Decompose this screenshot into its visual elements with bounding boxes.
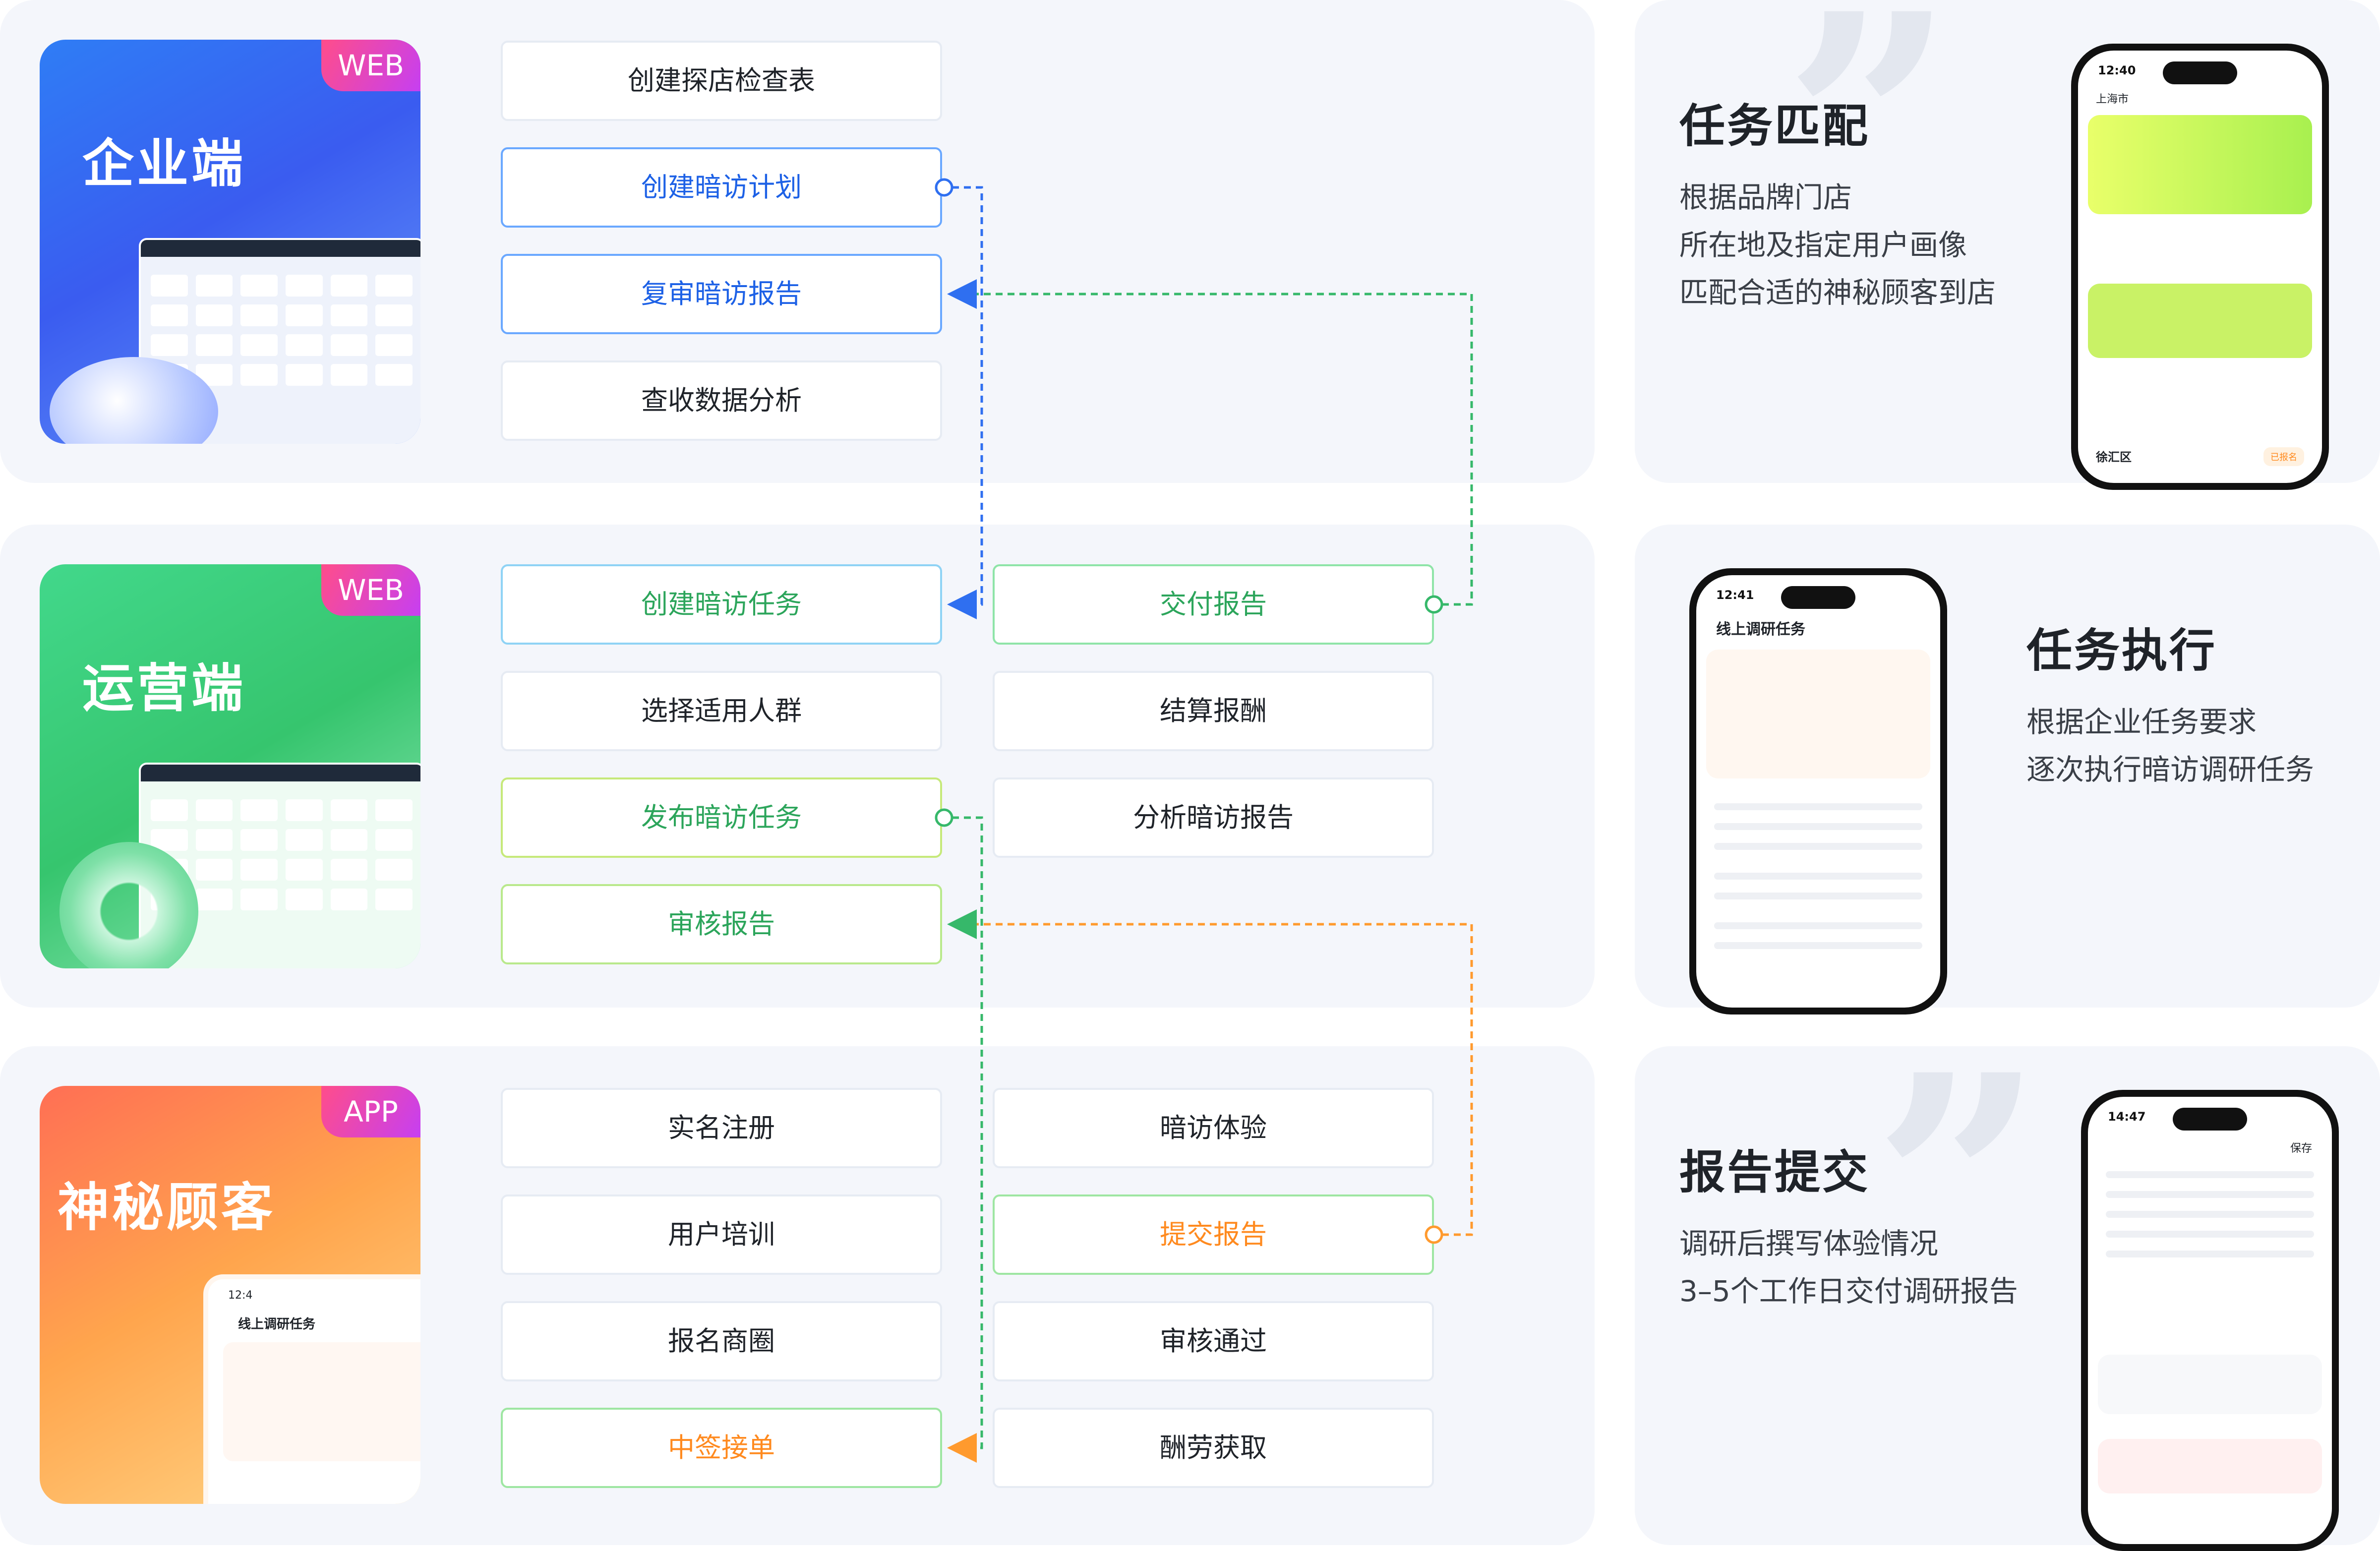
node-analyze-report[interactable]: 分析暗访报告 (993, 777, 1434, 858)
node-create-plan[interactable]: 创建暗访计划 (501, 147, 942, 228)
node-experience[interactable]: 暗访体验 (993, 1088, 1434, 1168)
status-time: 12:41 (1716, 588, 1754, 602)
comment-box (2098, 1439, 2322, 1493)
operations-title: 运营端 (82, 658, 246, 718)
signed-up-badge: 已报名 (2263, 447, 2304, 466)
task-card (1706, 650, 1930, 778)
guide-banner (2088, 284, 2312, 358)
feature-title: 报告提交 (1679, 1146, 1870, 1199)
feature-title: 任务匹配 (1679, 100, 1870, 153)
phone-match: 12:40 上海市 徐汇区 已报名 (2071, 44, 2329, 490)
screen-header: 线上调研任务 (1716, 621, 1805, 638)
feature-line: 根据企业任务要求 (2026, 705, 2257, 739)
feature-line: 3–5个工作日交付调研报告 (1679, 1274, 2018, 1308)
feature-line: 逐次执行暗访调研任务 (2026, 753, 2315, 786)
node-audit-report[interactable]: 审核报告 (501, 884, 942, 964)
notes-box (2098, 1355, 2322, 1414)
node-select-group[interactable]: 选择适用人群 (501, 671, 942, 751)
task-card (223, 1342, 420, 1461)
node-review-report[interactable]: 复审暗访报告 (501, 254, 942, 334)
feature-title: 任务执行 (2026, 624, 2217, 677)
mystery-role-card: 神秘顾客 APP 12:4 线上调研任务 (40, 1086, 420, 1504)
feature-report-submission: ” 报告提交 调研后撰写体验情况 3–5个工作日交付调研报告 14:47 保存 (1635, 1036, 2380, 1551)
node-approved[interactable]: 审核通过 (993, 1301, 1434, 1381)
decorative-blob (50, 357, 218, 444)
node-register[interactable]: 实名注册 (501, 1088, 942, 1168)
node-deliver-report[interactable]: 交付报告 (993, 564, 1434, 645)
mystery-title: 神秘顾客 (58, 1177, 276, 1238)
node-get-reward[interactable]: 酬劳获取 (993, 1408, 1434, 1488)
feature-line: 匹配合适的神秘顾客到店 (1679, 276, 1996, 309)
feature-task-matching: ” 任务匹配 根据品牌门店 所在地及指定用户画像 匹配合适的神秘顾客到店 12:… (1635, 0, 2380, 490)
node-publish-task[interactable]: 发布暗访任务 (501, 777, 942, 858)
node-create-checklist[interactable]: 创建探店检查表 (501, 41, 942, 121)
node-create-task[interactable]: 创建暗访任务 (501, 564, 942, 645)
promo-banner (2088, 115, 2312, 214)
phone-exec: 12:41 线上调研任务 (1689, 568, 1947, 1014)
node-win-order[interactable]: 中签接单 (501, 1408, 942, 1488)
city-selector[interactable]: 上海市 (2096, 93, 2129, 106)
feature-line: 调研后撰写体验情况 (1679, 1227, 1939, 1260)
enterprise-role-card: 企业端 WEB (40, 40, 420, 444)
status-time: 12:40 (2098, 63, 2136, 77)
node-training[interactable]: 用户培训 (501, 1194, 942, 1275)
screen-header: 线上调研任务 (238, 1317, 316, 1332)
mystery-platform-tag: APP (321, 1086, 420, 1137)
quote-mark-icon: ” (1873, 1010, 2044, 1360)
node-signup-area[interactable]: 报名商圈 (501, 1301, 942, 1381)
enterprise-title: 企业端 (82, 133, 246, 194)
node-data-analysis[interactable]: 查收数据分析 (501, 360, 942, 441)
operations-role-card: 运营端 WEB (40, 564, 420, 968)
dashboard-screenshot (139, 238, 420, 444)
phone-report: 14:47 保存 (2081, 1090, 2339, 1551)
feature-task-execution: 12:41 线上调研任务 任务执行 根据企业任务要求 逐次执行暗访调研任务 (1635, 525, 2380, 1014)
status-time: 14:47 (2108, 1110, 2146, 1124)
feature-line: 根据品牌门店 (1679, 180, 1852, 214)
feature-line: 所在地及指定用户画像 (1679, 228, 1967, 262)
status-time: 12:4 (228, 1289, 253, 1302)
enterprise-platform-tag: WEB (321, 40, 420, 91)
district-label: 徐汇区 (2096, 450, 2132, 464)
save-button[interactable]: 保存 (2290, 1142, 2312, 1155)
node-submit-report[interactable]: 提交报告 (993, 1194, 1434, 1275)
node-settle-payment[interactable]: 结算报酬 (993, 671, 1434, 751)
app-screenshot: 12:4 线上调研任务 (203, 1274, 420, 1504)
operations-platform-tag: WEB (321, 564, 420, 616)
decorative-donut (60, 842, 198, 968)
quote-mark-icon: ” (1784, 0, 1955, 298)
